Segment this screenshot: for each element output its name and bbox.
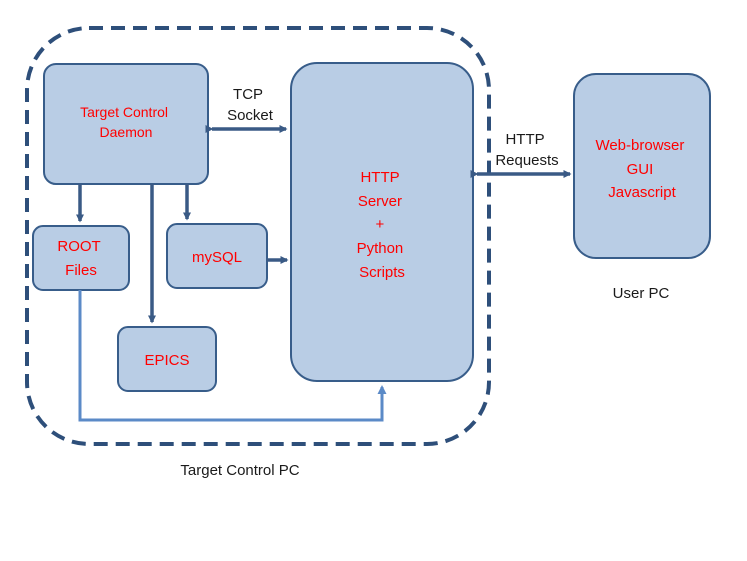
http-requests-label-line-2: Requests [495, 152, 558, 169]
tcp-socket-label-line-1: TCP [233, 86, 263, 103]
root-files-label: ROOT Files [57, 238, 104, 279]
http-server-label: HTTP Server + Python Scripts [357, 169, 408, 281]
target-control-pc-label: Target Control PC [180, 462, 299, 479]
http-server-label-line-3: + [376, 216, 385, 233]
mysql-label: mySQL [192, 249, 242, 266]
epics-label: EPICS [144, 352, 189, 369]
mysql-box [166, 223, 268, 289]
target-control-pc-boundary [25, 26, 491, 446]
http-server-label-line-1: HTTP [360, 169, 399, 186]
epics-box [117, 326, 217, 392]
http-requests-label: HTTP Requests [495, 131, 558, 169]
daemon-label-line-2: Daemon [100, 124, 153, 140]
root-files-box [32, 225, 130, 291]
mysql-label-line-1: mySQL [192, 249, 242, 266]
target-control-daemon-box [43, 63, 209, 185]
tcp-socket-label: TCP Socket [227, 86, 274, 124]
http-server-label-line-2: Server [358, 193, 402, 210]
daemon-label-line-1: Target Control [80, 104, 168, 120]
web-browser-box [573, 73, 711, 259]
root-files-label-line-1: ROOT [57, 238, 100, 255]
http-server-label-line-5: Scripts [359, 264, 405, 281]
web-browser-label-line-3: Javascript [608, 184, 676, 201]
epics-label-line-1: EPICS [144, 352, 189, 369]
tcp-socket-label-line-2: Socket [227, 107, 274, 124]
user-pc-label: User PC [613, 285, 670, 302]
http-requests-label-line-1: HTTP [505, 131, 544, 148]
daemon-label: Target Control Daemon [80, 104, 172, 140]
web-browser-label: Web-browser GUI Javascript [595, 137, 688, 201]
root-files-label-line-2: Files [65, 262, 97, 279]
http-server-box [290, 62, 474, 382]
http-server-label-line-4: Python [357, 240, 404, 257]
root-to-server-arrow [78, 290, 387, 422]
web-browser-label-line-1: Web-browser [595, 137, 684, 154]
web-browser-label-line-2: GUI [627, 161, 654, 178]
